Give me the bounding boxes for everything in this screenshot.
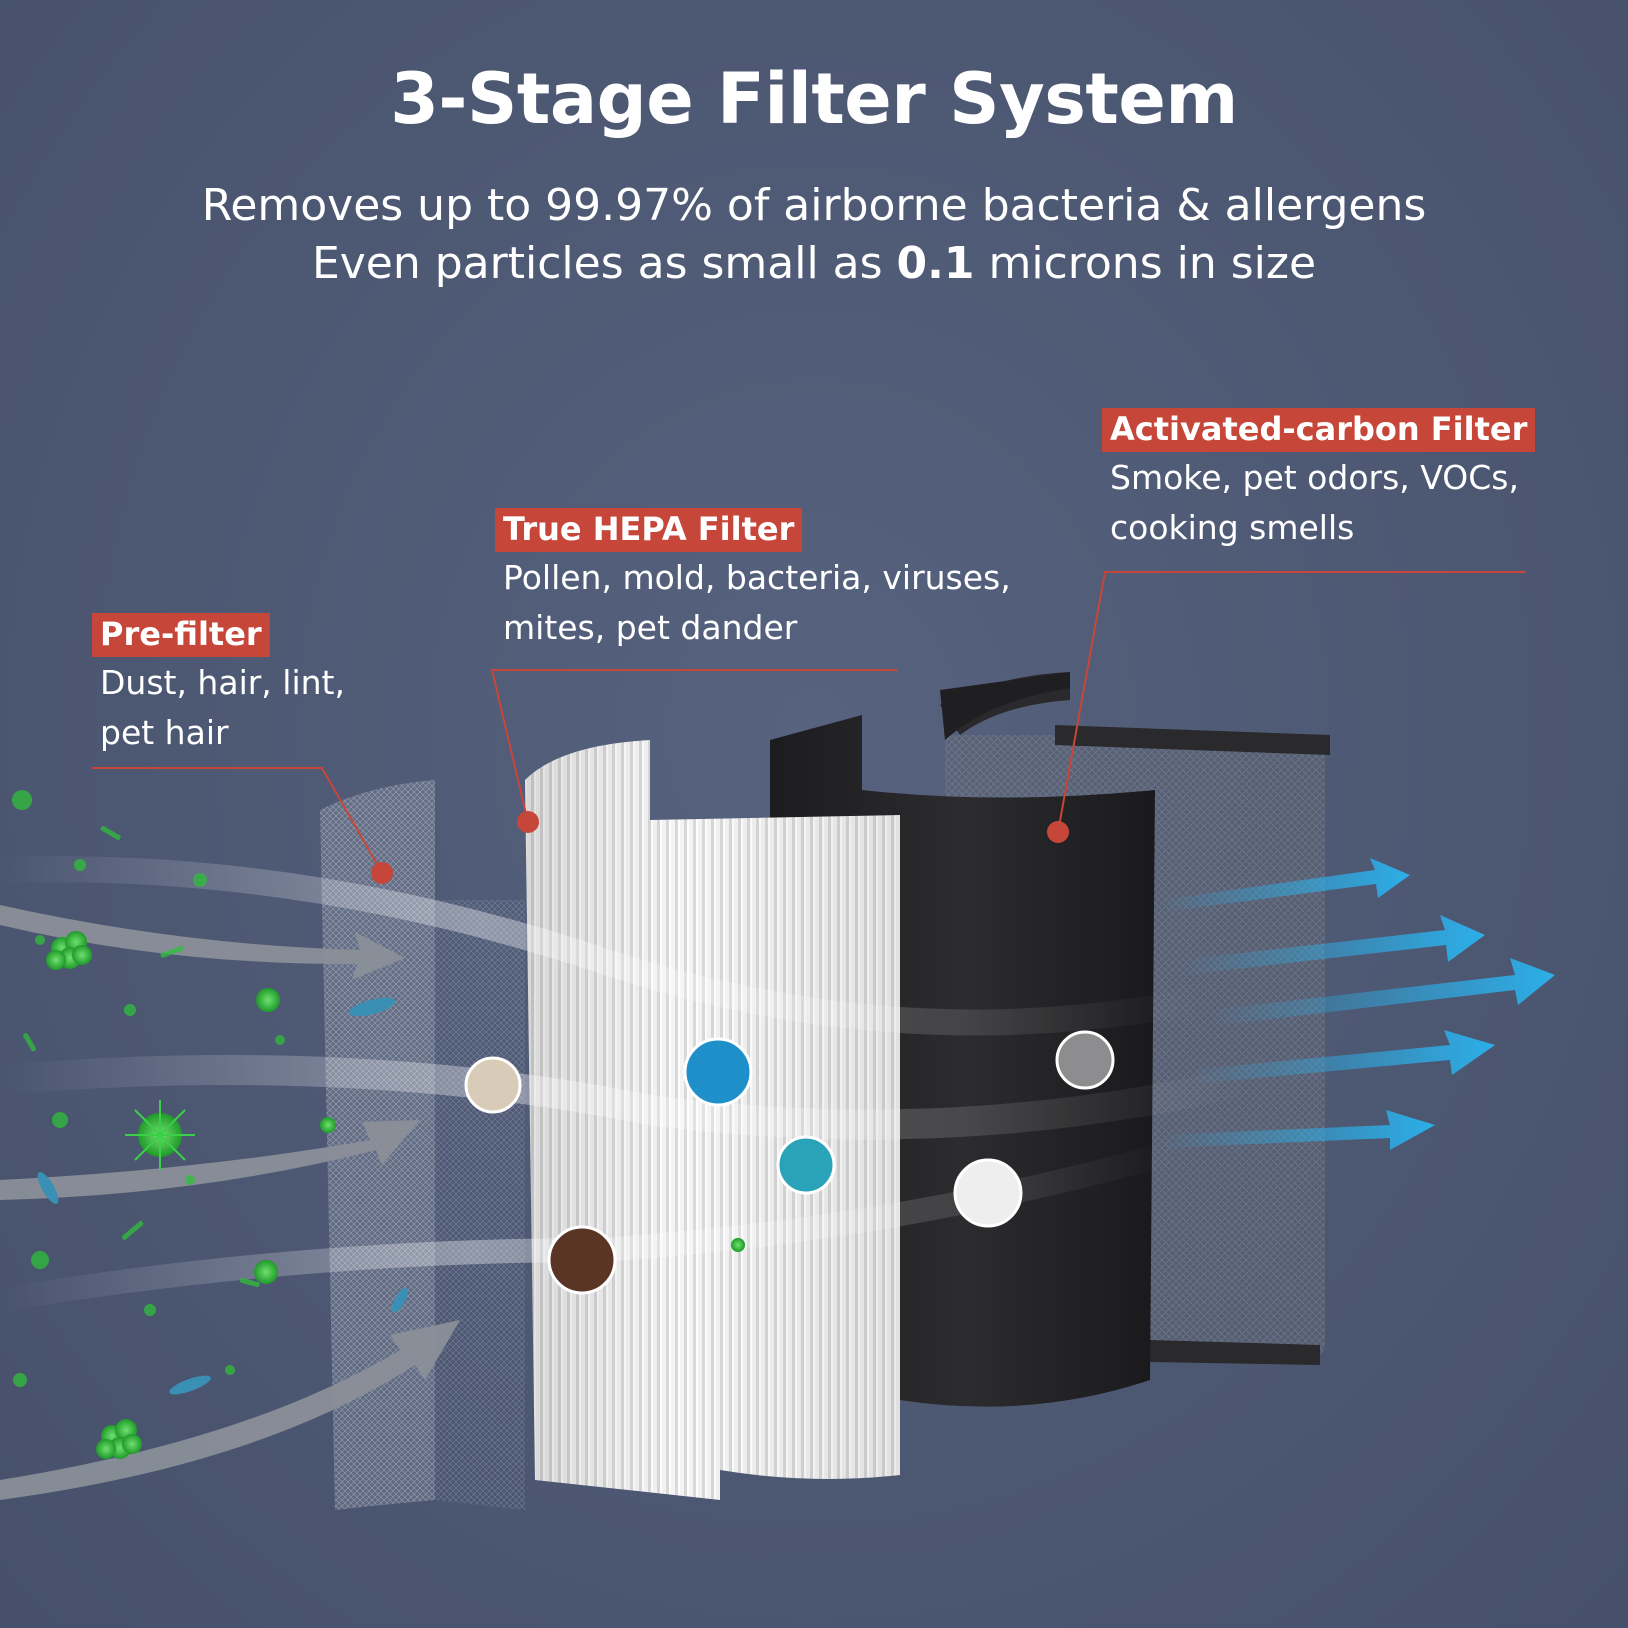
carbon-filter-callout: Activated-carbon Filter Smoke, pet odors… [1102, 408, 1536, 552]
hepa-filter-desc-line2: mites, pet dander [503, 608, 798, 647]
outgoing-clean-air-arrows [1160, 858, 1555, 1150]
subtitle-particle-size-suffix: microns in size [974, 238, 1317, 289]
pre-filter-callout: Pre-filter Dust, hair, lint, pet hair [92, 613, 345, 757]
subtitle-particle-size: Even particles as small as 0.1 microns i… [0, 238, 1628, 289]
subtitle-particle-size-prefix: Even particles as small as [311, 238, 897, 289]
pre-filter-desc-line1: Dust, hair, lint, [100, 663, 345, 702]
page-title: 3-Stage Filter System [390, 58, 1238, 140]
carbon-filter-desc-line2: cooking smells [1110, 508, 1355, 547]
hepa-filter-callout: True HEPA Filter Pollen, mold, bacteria,… [495, 508, 1011, 652]
magnified-dust-circle [464, 1056, 522, 1114]
subtitle-removal-rate: Removes up to 99.97% of airborne bacteri… [201, 180, 1427, 231]
pre-filter-desc-line2: pet hair [100, 713, 229, 752]
magnified-hair-circle [547, 1225, 617, 1295]
carbon-filter-desc-line1: Smoke, pet odors, VOCs, [1110, 458, 1519, 497]
magnified-cooking-circle [953, 1158, 1023, 1228]
magnified-bacteria-circle [683, 1037, 753, 1107]
mold-clusters [46, 931, 142, 1459]
carbon-filter-tag: Activated-carbon Filter [1102, 408, 1536, 452]
subtitle-particle-size-value: 0.1 [896, 238, 975, 289]
airborne-particles [12, 790, 285, 1387]
bacteria-icons [37, 997, 409, 1395]
virus-icons [125, 988, 745, 1284]
incoming-air-arrows [0, 905, 460, 1500]
hepa-filter-tag: True HEPA Filter [495, 508, 803, 552]
magnified-smoke-circle [1055, 1030, 1115, 1090]
callout-leader-lines [92, 571, 1526, 874]
pre-filter-tag: Pre-filter [92, 613, 270, 657]
magnified-virus-circle [776, 1135, 836, 1195]
hepa-filter-desc-line1: Pollen, mold, bacteria, viruses, [503, 558, 1011, 597]
callout-dots [371, 811, 1069, 884]
